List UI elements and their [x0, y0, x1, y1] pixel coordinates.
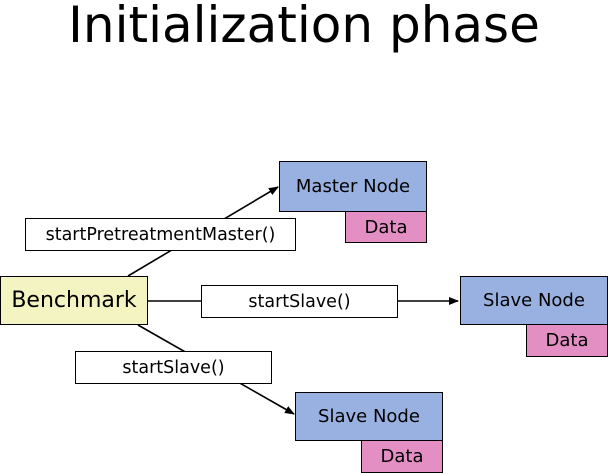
- master-node-data-box: Data: [345, 211, 427, 243]
- start-slave-bottom-label: startSlave(): [75, 351, 272, 384]
- start-slave-right-label: startSlave(): [201, 285, 398, 318]
- slave-node-right-box: Slave Node: [460, 276, 608, 325]
- diagram-title: Initialization phase: [68, 0, 540, 54]
- benchmark-box: Benchmark: [0, 276, 148, 325]
- slave-node-bottom-data-box: Data: [361, 440, 443, 473]
- start-pretreatment-master-label: startPretreatmentMaster(): [25, 218, 296, 251]
- master-node-box: Master Node: [279, 161, 427, 212]
- slave-node-right-data-box: Data: [526, 324, 608, 357]
- slave-node-bottom-box: Slave Node: [295, 392, 443, 441]
